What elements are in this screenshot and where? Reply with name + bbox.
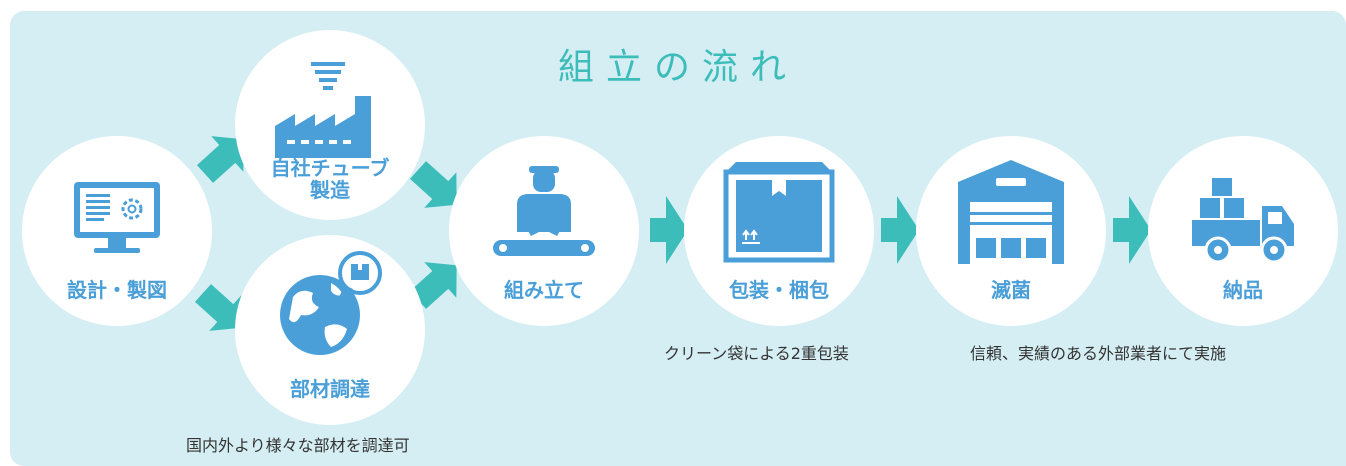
- worker-conveyor-icon: [493, 166, 595, 256]
- step-tube: 自社チューブ 製造: [235, 30, 425, 220]
- diagram-title: 組立の流れ: [557, 47, 798, 88]
- step-packaging-label: 包装・梱包: [729, 278, 829, 302]
- step-delivery: 納品: [1148, 136, 1338, 326]
- step-design: 設計・製図: [22, 136, 212, 326]
- globe-box-icon: [280, 251, 382, 355]
- caption-sterilization: 信頼、実績のある外部業者にて実施: [970, 344, 1227, 363]
- arrow-design-to-tube: [196, 136, 244, 183]
- step-sterilization: 滅菌: [916, 136, 1106, 326]
- arrow-parts-to-assembly: [409, 262, 457, 309]
- monitor-gear-icon: [74, 182, 160, 253]
- arrow-packaging-to-sterilization: [881, 196, 919, 264]
- step-assembly-label: 組み立て: [504, 278, 584, 302]
- arrow-design-to-parts: [194, 284, 242, 331]
- step-assembly: 組み立て: [449, 136, 639, 326]
- step-sterilization-label: 滅菌: [991, 278, 1031, 302]
- step-delivery-label: 納品: [1223, 278, 1263, 302]
- factory-icon: [275, 62, 371, 158]
- caption-packaging: クリーン袋による2重包装: [664, 344, 849, 363]
- step-parts-label: 部材調達: [290, 377, 370, 401]
- step-packaging: 包装・梱包: [684, 136, 874, 326]
- step-tube-label-line2: 製造: [310, 178, 350, 202]
- arrow-assembly-to-packaging: [650, 196, 688, 264]
- truck-icon: [1192, 178, 1294, 264]
- step-parts: 部材調達: [235, 235, 425, 425]
- warehouse-icon: [958, 160, 1064, 264]
- step-design-label: 設計・製図: [67, 278, 167, 302]
- arrow-tube-to-assembly: [409, 161, 457, 208]
- arrow-sterilization-to-delivery: [1113, 196, 1151, 264]
- caption-parts: 国内外より様々な部材を調達可: [186, 436, 410, 455]
- step-tube-label-line1: 自社チューブ: [270, 156, 390, 180]
- package-icon: [723, 162, 835, 263]
